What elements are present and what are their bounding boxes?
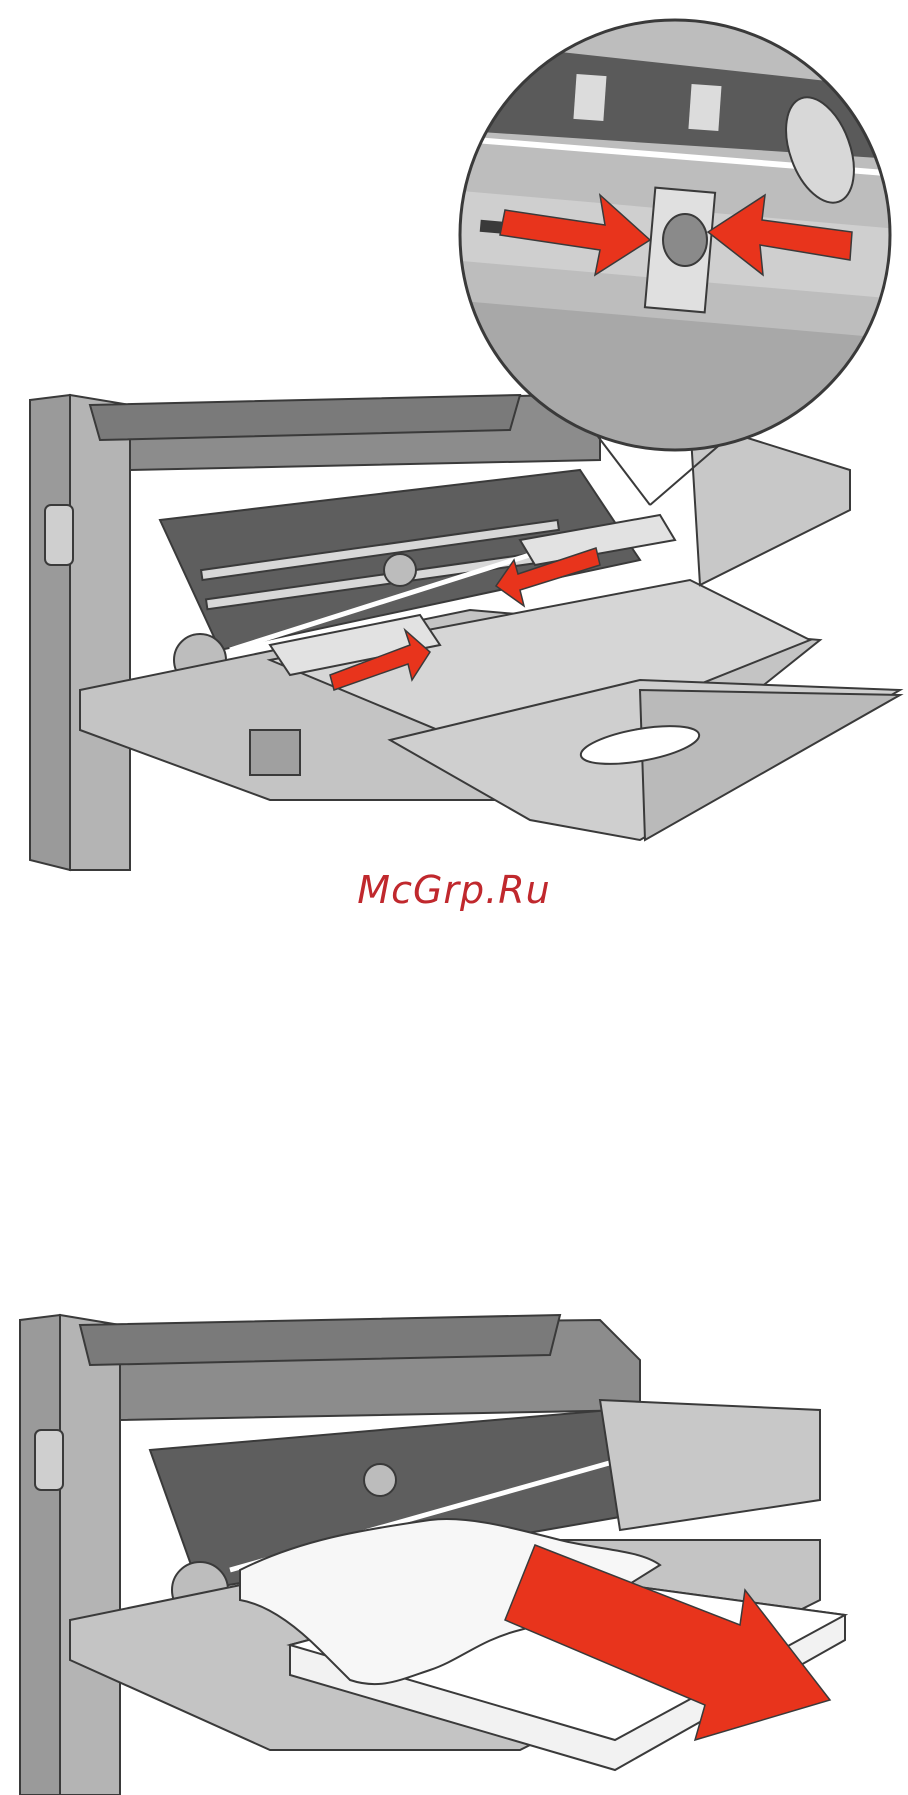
illustration-adjust-width-guides: [0, 0, 908, 880]
printer-icon: [30, 395, 900, 870]
watermark: McGrp.Ru: [0, 868, 908, 912]
illustration-remove-jammed-paper: [0, 1300, 908, 1795]
